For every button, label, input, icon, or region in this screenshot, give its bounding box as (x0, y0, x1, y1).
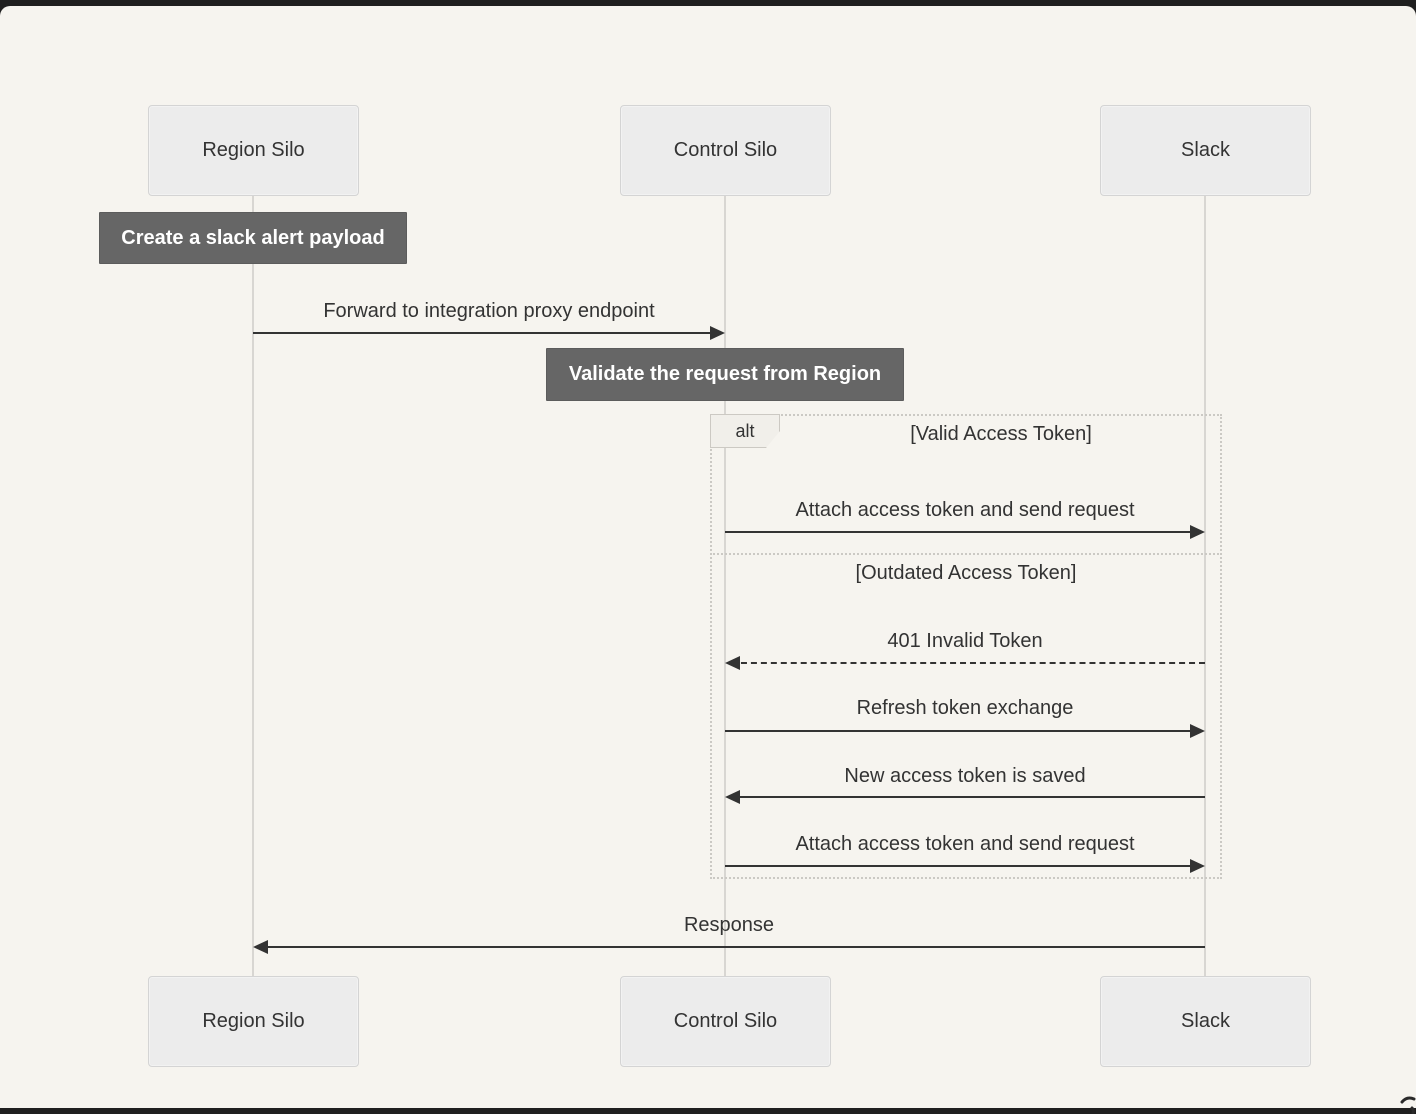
lifeline-region-silo (252, 196, 254, 976)
note-validate-request: Validate the request from Region (546, 348, 904, 401)
actor-bottom-region-silo: Region Silo (148, 976, 359, 1067)
actor-top-region-silo: Region Silo (148, 105, 359, 196)
actor-top-slack: Slack (1100, 105, 1311, 196)
message-line-response (259, 946, 1205, 948)
arrowhead-right-icon (710, 326, 725, 340)
lifeline-slack (1204, 196, 1206, 976)
actor-label: Region Silo (202, 1010, 305, 1032)
note-text: Create a slack alert payload (121, 226, 385, 249)
lifeline-control-silo (724, 196, 726, 976)
message-line-invalid (731, 662, 1205, 664)
arrowhead-left-icon (253, 940, 268, 954)
message-label-response: Response (683, 914, 775, 936)
message-line-attach2 (725, 865, 1199, 867)
actor-top-control-silo: Control Silo (620, 105, 831, 196)
message-line-refresh (725, 730, 1199, 732)
actor-bottom-control-silo: Control Silo (620, 976, 831, 1067)
alt-frame (710, 414, 1222, 879)
actor-label: Control Silo (673, 1010, 778, 1032)
message-label-refresh: Refresh token exchange (856, 697, 1074, 719)
arrowhead-left-icon (725, 656, 740, 670)
actor-label: Slack (1181, 139, 1230, 161)
actor-label: Control Silo (673, 139, 778, 161)
arrowhead-right-icon (1190, 525, 1205, 539)
message-label-saved: New access token is saved (844, 765, 1086, 787)
arrowhead-left-icon (725, 790, 740, 804)
alt-divider (710, 553, 1222, 555)
alt-frame-label: alt (710, 414, 780, 448)
actor-bottom-slack: Slack (1100, 976, 1311, 1067)
actor-label: Region Silo (202, 139, 305, 161)
message-line-saved (731, 796, 1205, 798)
message-label-attach2: Attach access token and send request (795, 833, 1135, 855)
cursor-mark-icon (1400, 1096, 1416, 1114)
message-label-forward: Forward to integration proxy endpoint (323, 300, 655, 322)
message-line-attach1 (725, 531, 1199, 533)
message-label-attach1: Attach access token and send request (795, 499, 1135, 521)
alt-condition-outdated: [Outdated Access Token] (855, 562, 1077, 584)
arrowhead-right-icon (1190, 724, 1205, 738)
note-create-slack-alert-payload: Create a slack alert payload (99, 212, 407, 264)
message-label-invalid: 401 Invalid Token (887, 630, 1043, 652)
note-text: Validate the request from Region (568, 363, 882, 385)
message-line-forward (253, 332, 719, 334)
diagram-canvas: Region Silo Control Silo Slack Create a … (0, 6, 1416, 1114)
alt-condition-valid: [Valid Access Token] (910, 423, 1092, 445)
arrowhead-right-icon (1190, 859, 1205, 873)
actor-label: Slack (1181, 1010, 1230, 1032)
